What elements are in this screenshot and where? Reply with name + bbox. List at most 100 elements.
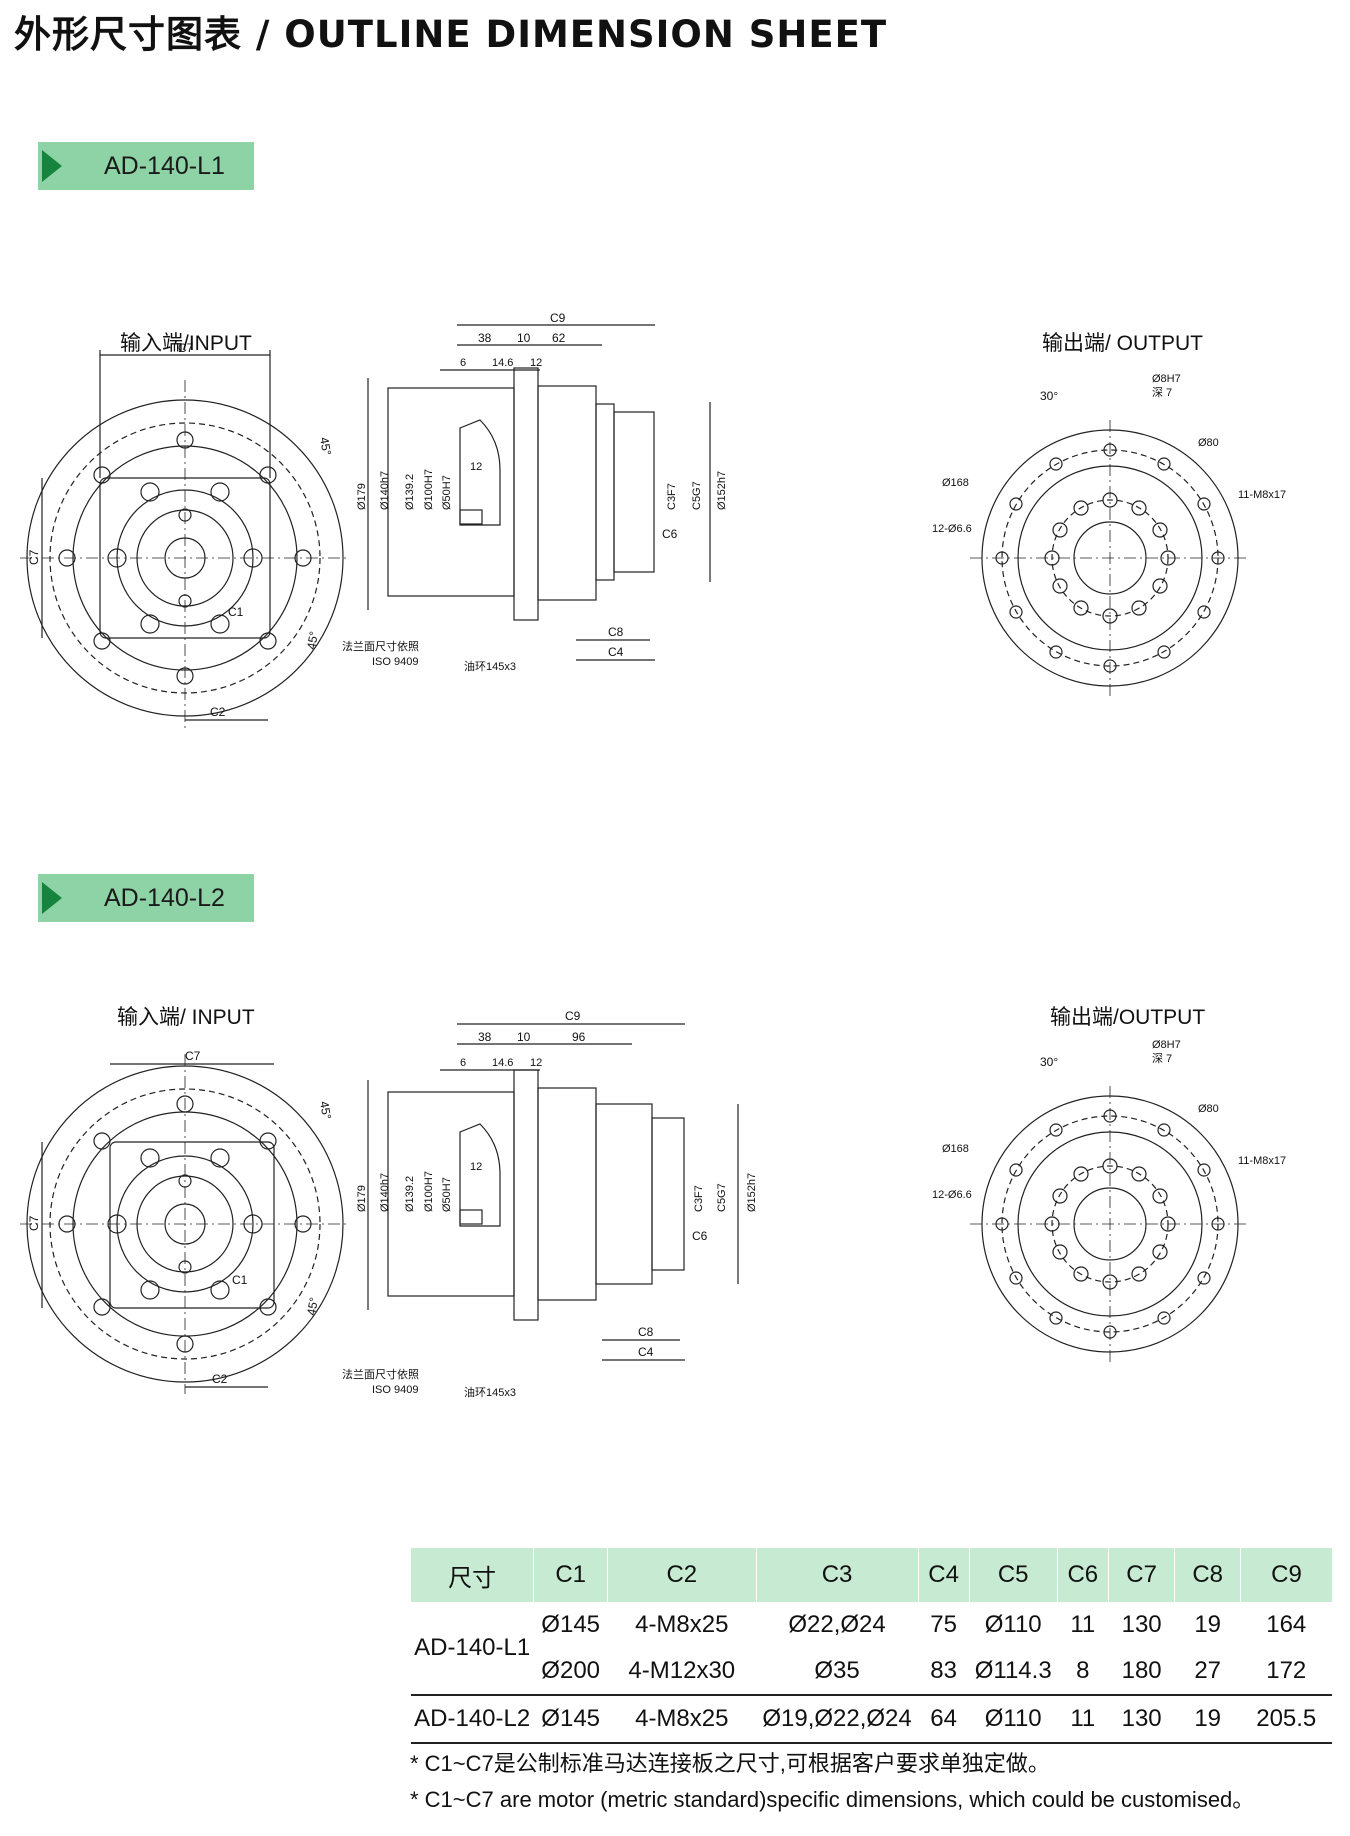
svg-text:ISO 9409: ISO 9409 (372, 656, 418, 668)
table-cell: Ø110 (984, 1611, 1042, 1638)
svg-text:C7: C7 (178, 341, 194, 355)
svg-text:Ø100H7: Ø100H7 (423, 1171, 435, 1212)
footnote-cn: * C1~C7是公制标准马达连接板之尺寸,可根据客户要求单独定做。 (410, 1751, 1050, 1776)
svg-text:C4: C4 (608, 645, 624, 659)
table-cell: 130 (1108, 1695, 1175, 1744)
svg-text:12-Ø6.6: 12-Ø6.6 (932, 523, 972, 535)
table-cell: Ø19,Ø22,Ø24 (756, 1695, 918, 1744)
svg-text:38: 38 (478, 1030, 492, 1044)
table-cell: Ø200 (541, 1657, 601, 1684)
svg-text:Ø179: Ø179 (356, 483, 368, 510)
svg-text:C9: C9 (550, 311, 566, 325)
svg-text:12-Ø6.6: 12-Ø6.6 (932, 1189, 972, 1201)
table-cell: 172 (1266, 1657, 1307, 1684)
table-header-row: 尺寸 C1 C2 C3 C4 C5 C6 C7 C8 C9 (409, 1548, 1332, 1602)
table-cell: Ø110 (969, 1695, 1058, 1744)
svg-text:Ø80: Ø80 (1198, 1103, 1219, 1115)
svg-text:C7: C7 (185, 1049, 201, 1063)
svg-text:C2: C2 (210, 705, 226, 719)
svg-text:Ø80: Ø80 (1198, 437, 1219, 449)
table-cell: 11 (1070, 1611, 1096, 1638)
svg-text:6: 6 (460, 357, 466, 369)
table-cell: 180 (1121, 1657, 1162, 1684)
svg-text:Ø8H7: Ø8H7 (1152, 1039, 1181, 1051)
table-header: C1 (533, 1548, 608, 1602)
svg-text:45°: 45° (317, 436, 334, 456)
svg-text:45°: 45° (304, 1296, 321, 1317)
table-cell-model: AD-140-L1 (410, 1602, 534, 1696)
svg-text:C8: C8 (608, 625, 624, 639)
svg-text:深 7: 深 7 (1152, 386, 1172, 399)
svg-text:12: 12 (530, 357, 542, 369)
svg-text:14.6: 14.6 (492, 357, 513, 369)
svg-text:C1: C1 (228, 605, 244, 619)
drawing-l1: 输入端/INPUT C7 C7 C1 C2 45° 45° C9 (20, 311, 1286, 730)
table-row: Ø200 4-M12x30 Ø35 83 Ø114.3 8 180 27 172 (410, 1648, 1332, 1695)
table-cell: 11 (1057, 1695, 1109, 1744)
svg-text:Ø168: Ø168 (942, 477, 969, 489)
table-cell: Ø145 (541, 1611, 601, 1638)
svg-text:Ø179: Ø179 (356, 1185, 368, 1212)
table-header: C4 (917, 1548, 970, 1602)
arrow-icon (42, 150, 62, 182)
svg-text:45°: 45° (317, 1100, 334, 1121)
svg-text:Ø140h7: Ø140h7 (379, 1173, 391, 1212)
svg-text:C9: C9 (565, 1009, 581, 1023)
svg-text:12: 12 (530, 1057, 542, 1069)
svg-text:38: 38 (478, 331, 492, 345)
table-cell: 164 (1266, 1611, 1307, 1638)
svg-text:C5G7: C5G7 (691, 481, 703, 510)
table-header: C6 (1056, 1548, 1109, 1602)
svg-text:14.6: 14.6 (492, 1057, 513, 1069)
output-flange (513, 367, 539, 621)
table-cell: Ø22,Ø24 (788, 1611, 886, 1638)
footnote-en: * C1~C7 are motor (metric standard)speci… (410, 1787, 1255, 1812)
svg-text:10: 10 (517, 1030, 531, 1044)
section-model-label: AD-140-L1 (104, 151, 225, 180)
svg-text:C1: C1 (232, 1273, 248, 1287)
svg-text:Ø50H7: Ø50H7 (441, 475, 453, 510)
svg-text:法兰面尺寸依照: 法兰面尺寸依照 (342, 639, 419, 653)
svg-text:12: 12 (470, 1161, 482, 1173)
table-cell-model: AD-140-L2 (410, 1695, 534, 1744)
svg-text:45°: 45° (304, 630, 321, 650)
table-header: C5 (968, 1548, 1058, 1602)
svg-text:Ø50H7: Ø50H7 (441, 1177, 453, 1212)
svg-text:C8: C8 (638, 1325, 654, 1339)
table-cell: 75 (930, 1611, 957, 1638)
table-header: C3 (755, 1548, 918, 1602)
svg-text:油环145x3: 油环145x3 (464, 1385, 516, 1399)
svg-text:10: 10 (517, 331, 531, 345)
svg-text:油环145x3: 油环145x3 (464, 659, 516, 673)
svg-text:C6: C6 (692, 1229, 708, 1243)
table-cell: 205.5 (1240, 1695, 1332, 1744)
svg-text:Ø140h7: Ø140h7 (379, 471, 391, 510)
svg-text:深 7: 深 7 (1152, 1052, 1172, 1065)
table-cell: 19 (1174, 1695, 1241, 1744)
svg-text:11-M8x17: 11-M8x17 (1238, 1155, 1286, 1167)
table-cell: Ø114.3 (974, 1657, 1052, 1684)
table-cell: 8 (1076, 1657, 1090, 1684)
section-tag-l2: AD-140-L2 (38, 874, 254, 922)
svg-text:C6: C6 (662, 527, 678, 541)
table-cell: 83 (930, 1657, 957, 1684)
table-cell: Ø35 (814, 1657, 860, 1684)
svg-text:C5G7: C5G7 (716, 1183, 728, 1212)
svg-text:C4: C4 (638, 1345, 654, 1359)
svg-text:C7: C7 (27, 1215, 41, 1231)
svg-text:30°: 30° (1040, 389, 1058, 403)
output-view-label: 输出端/ OUTPUT (1042, 332, 1203, 355)
table-cell: 27 (1194, 1657, 1222, 1684)
svg-text:Ø8H7: Ø8H7 (1152, 373, 1181, 385)
drawing-l2: 输入端/ INPUT C7 C7 C1 C2 45° 45° C9 (20, 1006, 1286, 1399)
svg-text:ISO 9409: ISO 9409 (372, 1384, 418, 1396)
svg-text:C7: C7 (27, 549, 41, 565)
table-header: C2 (606, 1548, 757, 1602)
svg-text:6: 6 (460, 1057, 466, 1069)
svg-text:Ø100H7: Ø100H7 (423, 469, 435, 510)
output-shaft-housing (613, 411, 655, 573)
table-row: AD-140-L2 Ø145 4-M8x25 Ø19,Ø22,Ø24 64 Ø1… (410, 1695, 1332, 1744)
svg-text:Ø139.2: Ø139.2 (404, 1176, 416, 1212)
table-header: 尺寸 (409, 1548, 534, 1602)
section-model-label: AD-140-L2 (104, 883, 225, 912)
